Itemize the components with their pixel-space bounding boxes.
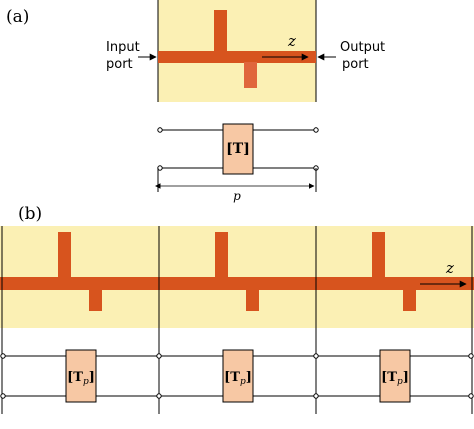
cell-2-top-stub xyxy=(215,232,228,278)
cell-2-transfer-label: [Tp] xyxy=(224,370,252,387)
terminal-in-top xyxy=(157,127,163,133)
periodic-z-axis-label: z xyxy=(445,259,454,277)
bottom-stub xyxy=(244,62,257,88)
input-port-label-line2: port xyxy=(106,57,133,72)
transfer-matrix-label: [T] xyxy=(226,141,250,157)
cascade-terminal-2-top xyxy=(313,353,319,359)
output-port-label-line1: Output xyxy=(340,40,385,55)
cell-3-top-stub xyxy=(372,232,385,278)
cell-2-bottom-stub xyxy=(246,289,259,311)
main-strip xyxy=(158,51,316,63)
cascade-terminal-1-top xyxy=(156,353,162,359)
panel-a-label: (a) xyxy=(6,7,29,27)
top-stub xyxy=(214,10,227,52)
panel-b: (b) z [Tp] [Tp] xyxy=(0,204,474,414)
z-axis-label: z xyxy=(287,32,296,50)
transfer-matrix-block xyxy=(222,123,254,175)
cell-1-bottom-stub xyxy=(89,289,102,311)
cascade-terminal-0-top xyxy=(0,353,6,359)
periodic-main-strip xyxy=(0,277,474,290)
terminal-out-top xyxy=(313,127,319,133)
output-port-label-line2: port xyxy=(342,57,369,72)
panel-a: (a) z Input port Output port [T] p xyxy=(6,0,385,203)
cell-1-transfer-label: [Tp] xyxy=(67,370,95,387)
input-port-label-line1: Input xyxy=(106,40,140,55)
cell-1-top-stub xyxy=(58,232,71,278)
cascade-terminal-0-bottom xyxy=(0,393,6,399)
cell-2-transfer-block: [Tp] xyxy=(222,349,254,403)
cascade-terminal-3-bottom xyxy=(468,393,474,399)
cell-3-transfer-label: [Tp] xyxy=(381,370,409,387)
cell-3-transfer-block: [Tp] xyxy=(379,349,411,403)
cascade-terminal-1-bottom xyxy=(156,393,162,399)
cell-1-transfer-block: [Tp] xyxy=(65,349,97,403)
cascade-terminal-2-bottom xyxy=(313,393,319,399)
cascade-terminal-3-top xyxy=(468,353,474,359)
period-label: p xyxy=(233,189,241,203)
cell-3-bottom-stub xyxy=(403,289,416,311)
panel-b-label: (b) xyxy=(18,204,42,224)
